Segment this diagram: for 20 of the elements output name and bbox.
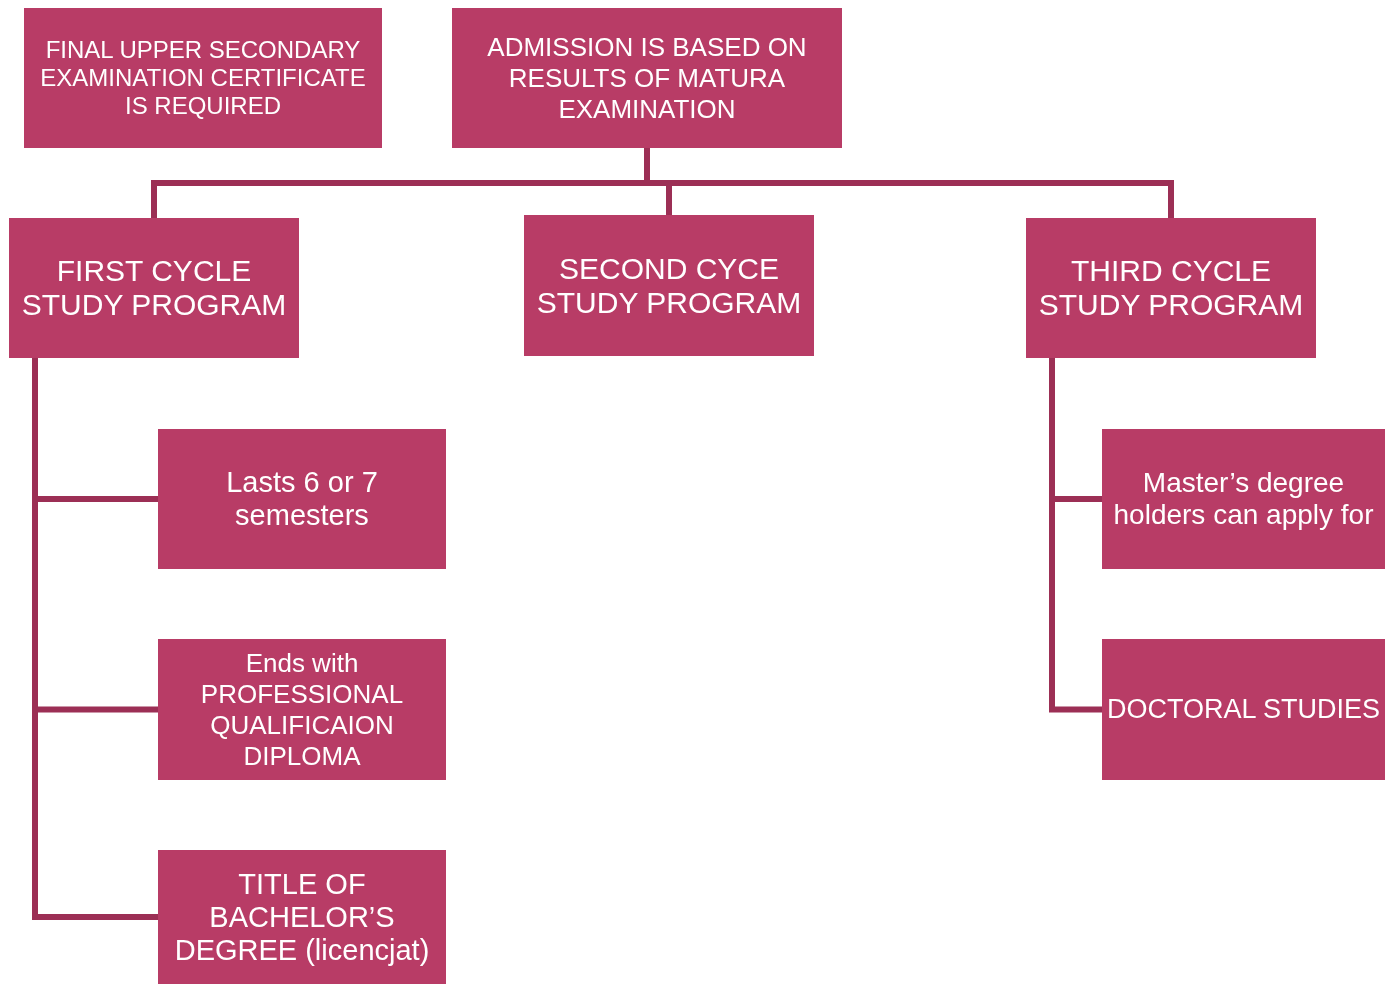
program-box <box>9 218 299 358</box>
detail-box <box>1102 639 1385 780</box>
detail-box <box>158 639 446 780</box>
box-text: FINAL UPPER SECONDARY EXAMINATION CERTIFICATE IS REQUIRED <box>39 36 367 120</box>
box-text: Ends with PROFESSIONAL QUALIFICAION DIPLOMA <box>199 647 405 772</box>
program-box <box>1026 218 1316 358</box>
detail-box <box>158 850 446 984</box>
box-text: SECOND CYCE STUDY PROGRAM <box>535 251 803 320</box>
box-text: THIRD CYCLE STUDY PROGRAM <box>1037 254 1305 322</box>
box-text: DOCTORAL STUDIES <box>1106 694 1380 725</box>
box-text: Master’s degree holders can apply for <box>1112 467 1375 531</box>
detail-box <box>158 429 446 569</box>
box-text: ADMISSION IS BASED ON RESULTS OF MATURA EXAMINATION <box>486 31 808 125</box>
program-box <box>524 215 814 356</box>
box-text: FIRST CYCLE STUDY PROGRAM <box>20 254 288 322</box>
requirement-box <box>24 8 382 148</box>
detail-box <box>1102 429 1385 569</box>
box-text: TITLE OF BACHELOR’S DEGREE (licencjat) <box>173 867 431 967</box>
admission-box <box>452 8 842 148</box>
box-text: Lasts 6 or 7 semesters <box>225 466 379 532</box>
